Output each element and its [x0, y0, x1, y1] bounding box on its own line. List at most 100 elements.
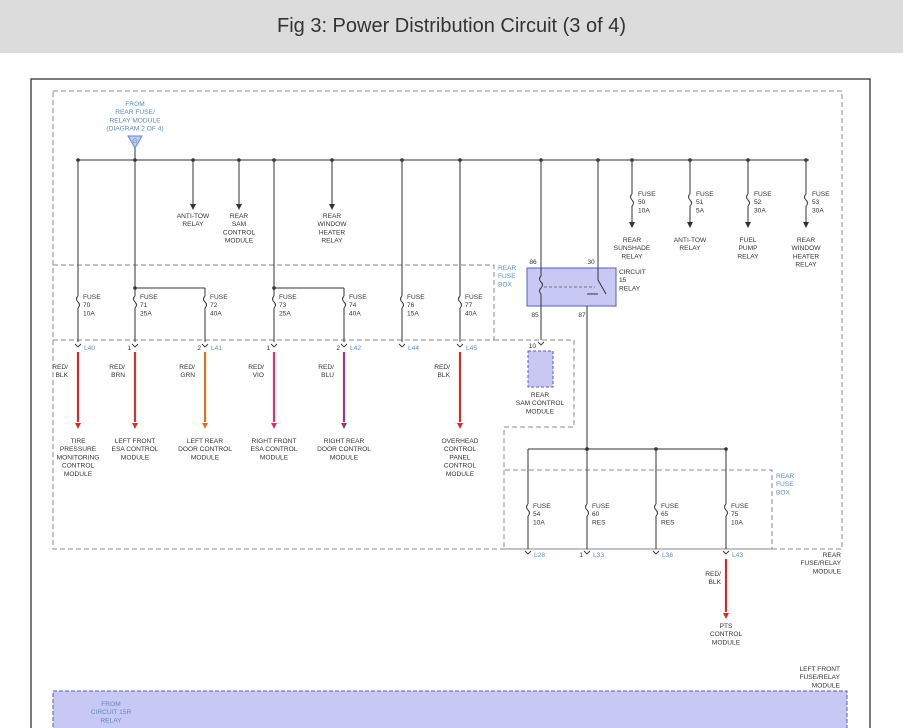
wire-arrow: [132, 423, 138, 429]
relay-pin-85: 85: [531, 312, 539, 319]
rear-sam-control-module-box: [527, 350, 554, 388]
fuse-symbol: [76, 295, 80, 309]
wire-arrow: [457, 423, 463, 429]
wire-color-label: RED/BLU: [318, 364, 334, 379]
relay-pin-87: 87: [578, 312, 586, 319]
fuse-symbol: [526, 503, 530, 517]
connector-fork: [340, 343, 348, 348]
relay-switch-contact: [597, 279, 607, 295]
fuse-arrow: [629, 222, 635, 228]
connector-fork: [537, 341, 545, 346]
wire-arrow: [75, 423, 81, 429]
wire-color-label: RED/BLK: [434, 364, 450, 379]
connector-pin: 2: [197, 345, 201, 352]
relay-pin-86: 86: [529, 259, 537, 266]
fuse-symbol: [342, 295, 346, 309]
wire-arrow: [341, 423, 347, 429]
connector-id: L42: [350, 345, 361, 352]
fuse-symbol: [272, 295, 276, 309]
fuse-arrow: [745, 222, 751, 228]
connector-id: L40: [84, 345, 95, 352]
relay-pin-30: 30: [587, 259, 595, 266]
connector-pin: 1: [266, 345, 270, 352]
connector-fork: [583, 550, 591, 555]
fuse-symbol: [724, 503, 728, 517]
fuse-symbol: [458, 295, 462, 309]
wire-arrow: [202, 423, 208, 429]
fuse-symbol: [203, 295, 207, 309]
connector-fork: [722, 550, 730, 555]
connector-fork: [398, 343, 406, 348]
bus-junction: [585, 447, 589, 451]
connector-id: L43: [732, 552, 743, 559]
connector-id: L33: [593, 552, 604, 559]
connector-id: L44: [408, 345, 419, 352]
connector-id: L28: [534, 552, 545, 559]
wire-color-label: RED/VIO: [248, 364, 264, 379]
fuse-symbol: [400, 295, 404, 309]
fuse-symbol: [804, 193, 808, 207]
source-connector-icon: [127, 135, 143, 149]
fuse-symbol: [654, 503, 658, 517]
connector-fork: [201, 343, 209, 348]
wire-arrow: [271, 423, 277, 429]
figure-header: Fig 3: Power Distribution Circuit (3 of …: [0, 0, 903, 53]
wire-color-label: RED/BLK: [52, 364, 68, 379]
lower-fuse-box-boundary: [494, 339, 773, 550]
figure-title: Fig 3: Power Distribution Circuit (3 of …: [276, 15, 626, 37]
fuse-arrow: [687, 222, 693, 228]
connector-fork: [524, 550, 532, 555]
connector-fork: [74, 343, 82, 348]
branch-arrow: [329, 204, 335, 210]
connector-fork: [270, 343, 278, 348]
connector-pin: 1: [579, 552, 583, 559]
fuse-symbol: [688, 193, 692, 207]
connector-pin: 2: [336, 345, 340, 352]
connector-id: L36: [662, 552, 673, 559]
fuse-symbol: [746, 193, 750, 207]
connector-pin: 1: [127, 345, 131, 352]
branch-arrow: [236, 204, 242, 210]
wire-color-label: RED/GRN: [179, 364, 195, 379]
fuse-symbol: [585, 503, 589, 517]
connector-fork: [652, 550, 660, 555]
outer-frame: [30, 78, 871, 728]
fuse-symbol: [133, 295, 137, 309]
